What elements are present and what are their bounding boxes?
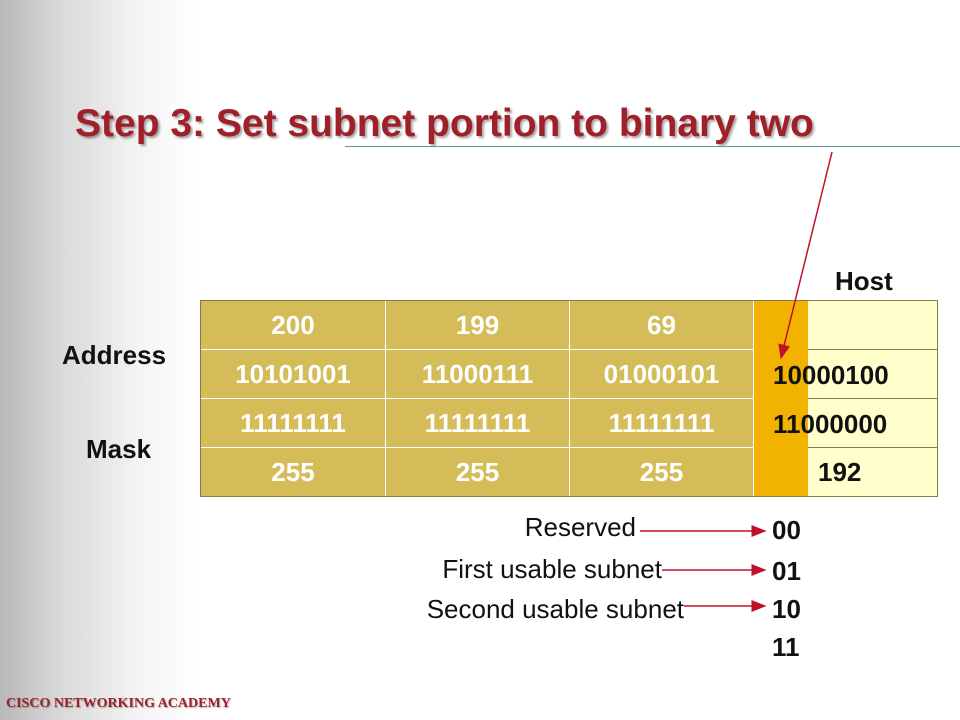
table-cell: 199 xyxy=(386,301,570,350)
host-label: Host xyxy=(835,266,893,296)
host-mask-decimal: 192 xyxy=(818,457,862,487)
title-arrow xyxy=(778,151,833,360)
address-mask-table: 200 199 69 10101001 11000111 01000101 11… xyxy=(200,300,938,497)
table-cell: 11111111 xyxy=(570,399,754,448)
address-label: Address xyxy=(62,340,167,370)
subnet-bits: 11 xyxy=(772,632,800,662)
subnet-label-first: First usable subnet xyxy=(442,554,662,584)
left-gradient-band xyxy=(0,0,200,720)
subnet-bits: 01 xyxy=(772,556,801,586)
table-cell: 69 xyxy=(570,301,754,350)
table-cell: 11000111 xyxy=(386,350,570,399)
footer-logo-text: CISCO NETWORKING ACADEMY xyxy=(6,696,231,711)
subnet-bits: 10 xyxy=(772,594,801,624)
table-cell: 255 xyxy=(201,448,386,496)
table-cell: 01000101 xyxy=(570,350,754,399)
table-cell: 11111111 xyxy=(386,399,570,448)
subnet-bits: 00 xyxy=(772,515,801,545)
table-cell: 255 xyxy=(570,448,754,496)
subnet-label-second: Second usable subnet xyxy=(426,594,684,624)
subnet-bits-highlight xyxy=(754,301,808,496)
host-mask-binary: 11000000 xyxy=(773,409,888,439)
title-underline xyxy=(345,146,960,147)
mask-label: Mask xyxy=(86,434,152,464)
subnet-label-reserved: Reserved xyxy=(524,512,636,542)
table-cell: 255 xyxy=(386,448,570,496)
table-cell: 11111111 xyxy=(201,399,386,448)
host-address-binary: 10000100 xyxy=(773,360,889,390)
page-title: Step 3: Set subnet portion to binary two xyxy=(75,102,814,145)
table-cell: 10101001 xyxy=(201,350,386,399)
table-cell: 200 xyxy=(201,301,386,350)
